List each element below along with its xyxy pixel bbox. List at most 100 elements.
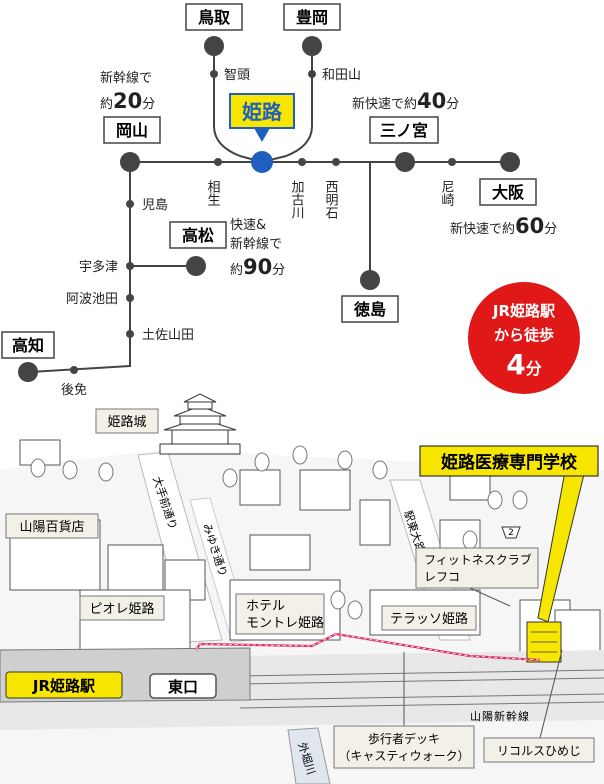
amagasaki-label: 尼崎	[439, 180, 455, 206]
department-store-label-box	[5, 513, 99, 539]
hub-label-box	[229, 93, 295, 129]
chizu-label: 智頭	[224, 68, 250, 83]
utazu-node	[126, 262, 134, 270]
okayama-label: 岡山	[116, 121, 148, 140]
castle-icon	[159, 393, 241, 455]
kojima-label: 児島	[142, 198, 168, 213]
takamatsu-time: 約90分	[230, 255, 285, 279]
osaka-node	[500, 152, 520, 172]
city-labels: 鳥取 豊岡 岡山 三ノ宮 大阪 高松 徳島 高知	[1, 3, 537, 359]
wadayama-node	[308, 70, 316, 78]
trees	[30, 445, 528, 620]
sannomiya-time: 新快速で約40分	[352, 89, 459, 113]
chizu-node	[210, 70, 218, 78]
toyooka-node	[302, 36, 322, 56]
fitness-label-line1: フィットネスクラブ	[424, 552, 532, 567]
walking-route-inner	[195, 633, 541, 661]
chizu-branch	[213, 46, 263, 163]
shikoku-line	[29, 162, 131, 373]
tosayamada-node	[126, 330, 134, 338]
tosayamada-label: 土佐山田	[142, 328, 194, 343]
sotobori-river	[287, 727, 331, 784]
okayama-time: 約20分	[100, 89, 155, 113]
walk-badge-time: 4分	[506, 348, 542, 381]
aioi-node	[214, 158, 222, 166]
hub-label: 姫路	[242, 100, 283, 124]
travel-time-notes: 新幹線で 約20分 新快速で約40分 新快速で約60分 快速& 新幹線で 約90…	[100, 70, 557, 279]
tokushima-label: 徳島	[353, 300, 386, 319]
tokushima-node	[360, 270, 380, 290]
fitness-leader	[469, 587, 511, 607]
hub-marker: 姫路	[229, 93, 295, 173]
nishiakashi-label: 西明石	[323, 180, 339, 219]
school-label-box	[419, 445, 599, 477]
station-labels: 智頭 和田山 相生 加古川 西明石 尼崎 児島 宇多津 阿波池田 土佐山田 後免	[61, 68, 454, 398]
gomen-label: 後免	[61, 383, 87, 398]
piole-label-box	[79, 595, 165, 621]
aioi-label: 相生	[205, 180, 221, 206]
kakogawa-label: 加古川	[289, 180, 305, 219]
department-store-label: 山陽百貨店	[19, 519, 84, 535]
awaikeda-node	[126, 294, 134, 302]
gomen-node	[70, 366, 78, 374]
licolus-label: リコルスひめじ	[497, 744, 581, 758]
licolus-label-box	[483, 737, 595, 763]
station-label-box	[5, 671, 123, 699]
walk-badge-circle	[468, 282, 580, 394]
osaka-label: 大阪	[492, 183, 525, 202]
terrace-label: テラッソ姫路	[390, 611, 468, 627]
fitness-label-line2: レフコ	[424, 570, 460, 584]
terrace-label-box	[381, 605, 477, 631]
fitness-label-box	[415, 547, 539, 589]
sannomiya-node	[395, 152, 415, 172]
deck-label-box	[333, 725, 475, 769]
tottori-label: 鳥取	[198, 8, 230, 27]
east-exit-label: 東口	[168, 678, 198, 696]
deck-label-line1: 歩行者デッキ	[368, 731, 440, 746]
amagasaki-node	[448, 158, 456, 166]
walk-badge-line1: JR姫路駅	[492, 302, 556, 320]
awaikeda-label: 阿波池田	[66, 292, 118, 307]
station-label: JR姫路駅	[32, 677, 96, 695]
hub-node	[251, 151, 273, 173]
osaka-time: 新快速で約60分	[450, 214, 557, 238]
wadayama-label: 和田山	[322, 68, 361, 83]
kakogawa-node	[298, 158, 306, 166]
takamatsu-time-mode1: 快速&	[230, 218, 266, 233]
route-nodes	[18, 36, 520, 382]
toyooka-label: 豊岡	[296, 8, 328, 27]
route-number: 2	[508, 528, 514, 538]
wadayama-branch	[261, 46, 313, 163]
kojima-node	[126, 200, 134, 208]
route-number-sign: 2	[501, 526, 521, 539]
deck-label-line2: （キャスティウォーク）	[338, 749, 469, 763]
route-map	[29, 46, 510, 373]
castle-label: 姫路城	[107, 414, 146, 430]
school-label: 姫路医療専門学校	[441, 452, 578, 473]
hub-pointer	[254, 128, 270, 142]
takamatsu-node	[186, 256, 206, 276]
okayama-time-mode: 新幹線で	[100, 70, 152, 86]
castle-label-box	[95, 408, 159, 434]
piole-label: ピオレ姫路	[89, 601, 154, 617]
licolus-leader	[539, 649, 563, 739]
east-exit-box	[149, 673, 217, 699]
utazu-label: 宇多津	[79, 259, 118, 275]
sannomiya-label: 三ノ宮	[380, 121, 428, 140]
school-building	[526, 621, 562, 663]
tottori-node	[204, 36, 224, 56]
hotel-label-box	[235, 593, 325, 635]
walk-badge: JR姫路駅 から徒歩 4分	[468, 282, 580, 394]
okayama-node	[120, 152, 140, 172]
kochi-node	[18, 362, 38, 382]
kochi-label: 高知	[12, 336, 44, 355]
shinkansen-label: 山陽新幹線	[470, 709, 530, 723]
hotel-label-line1: ホテル	[246, 599, 285, 614]
rail-tracks	[239, 669, 604, 709]
takamatsu-time-mode2: 新幹線で	[230, 236, 282, 252]
hotel-label-line2: モントレ姫路	[246, 615, 324, 631]
walk-badge-line2: から徒歩	[494, 326, 554, 344]
nishiakashi-node	[332, 158, 340, 166]
